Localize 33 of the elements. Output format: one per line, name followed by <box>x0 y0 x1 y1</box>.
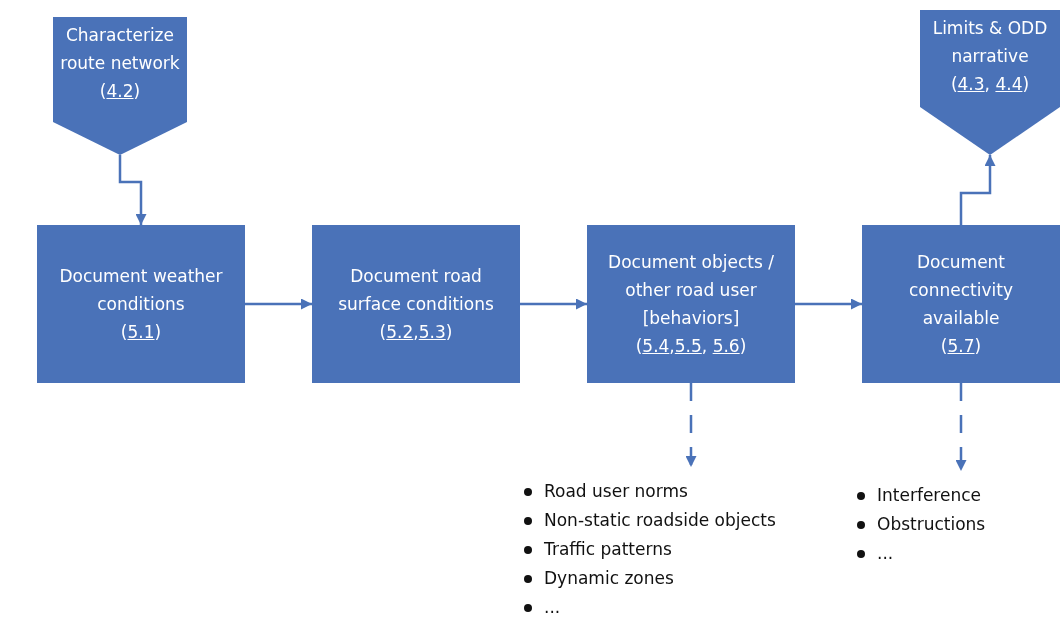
arrow <box>245 298 312 310</box>
arrow <box>520 298 587 310</box>
section-reference: (4.3, 4.4) <box>950 73 1030 96</box>
arrow <box>955 383 967 471</box>
bullet-item: Obstructions <box>855 510 986 539</box>
bullet-item: ... <box>855 539 894 568</box>
node-label: Document weather conditions <box>58 265 224 316</box>
arrow <box>959 155 996 225</box>
arrow <box>118 155 147 225</box>
bullet-item: Road user norms <box>522 477 688 506</box>
process-box <box>862 225 1060 383</box>
bullet-item: ... <box>522 593 561 617</box>
bullet-item: Non-static roadside objects <box>522 506 776 535</box>
section-reference: (5.4,5.5, 5.6) <box>635 335 747 358</box>
bullet-item: Interference <box>855 481 981 510</box>
arrow <box>685 383 697 467</box>
section-reference: (5.7) <box>940 335 982 358</box>
bullet-item: Dynamic zones <box>522 564 674 593</box>
section-reference: (5.2,5.3) <box>379 321 453 344</box>
pentagon-shape <box>53 17 187 155</box>
process-box <box>37 225 245 383</box>
section-reference: (5.1) <box>120 321 162 344</box>
node-label: Characterize route network <box>59 24 181 75</box>
node-label: Limits & ODD narrative <box>931 17 1049 68</box>
bullet-item: Traffic patterns <box>522 535 672 564</box>
section-reference: (4.2) <box>99 80 141 103</box>
node-label: Document road surface conditions <box>337 265 495 316</box>
arrow <box>795 298 862 310</box>
node-label: Document connectivity available <box>908 251 1014 330</box>
process-box <box>587 225 795 383</box>
process-box <box>312 225 520 383</box>
node-label: Document objects / other road user [behaviors] <box>607 251 775 330</box>
pentagon-shape <box>920 10 1060 155</box>
